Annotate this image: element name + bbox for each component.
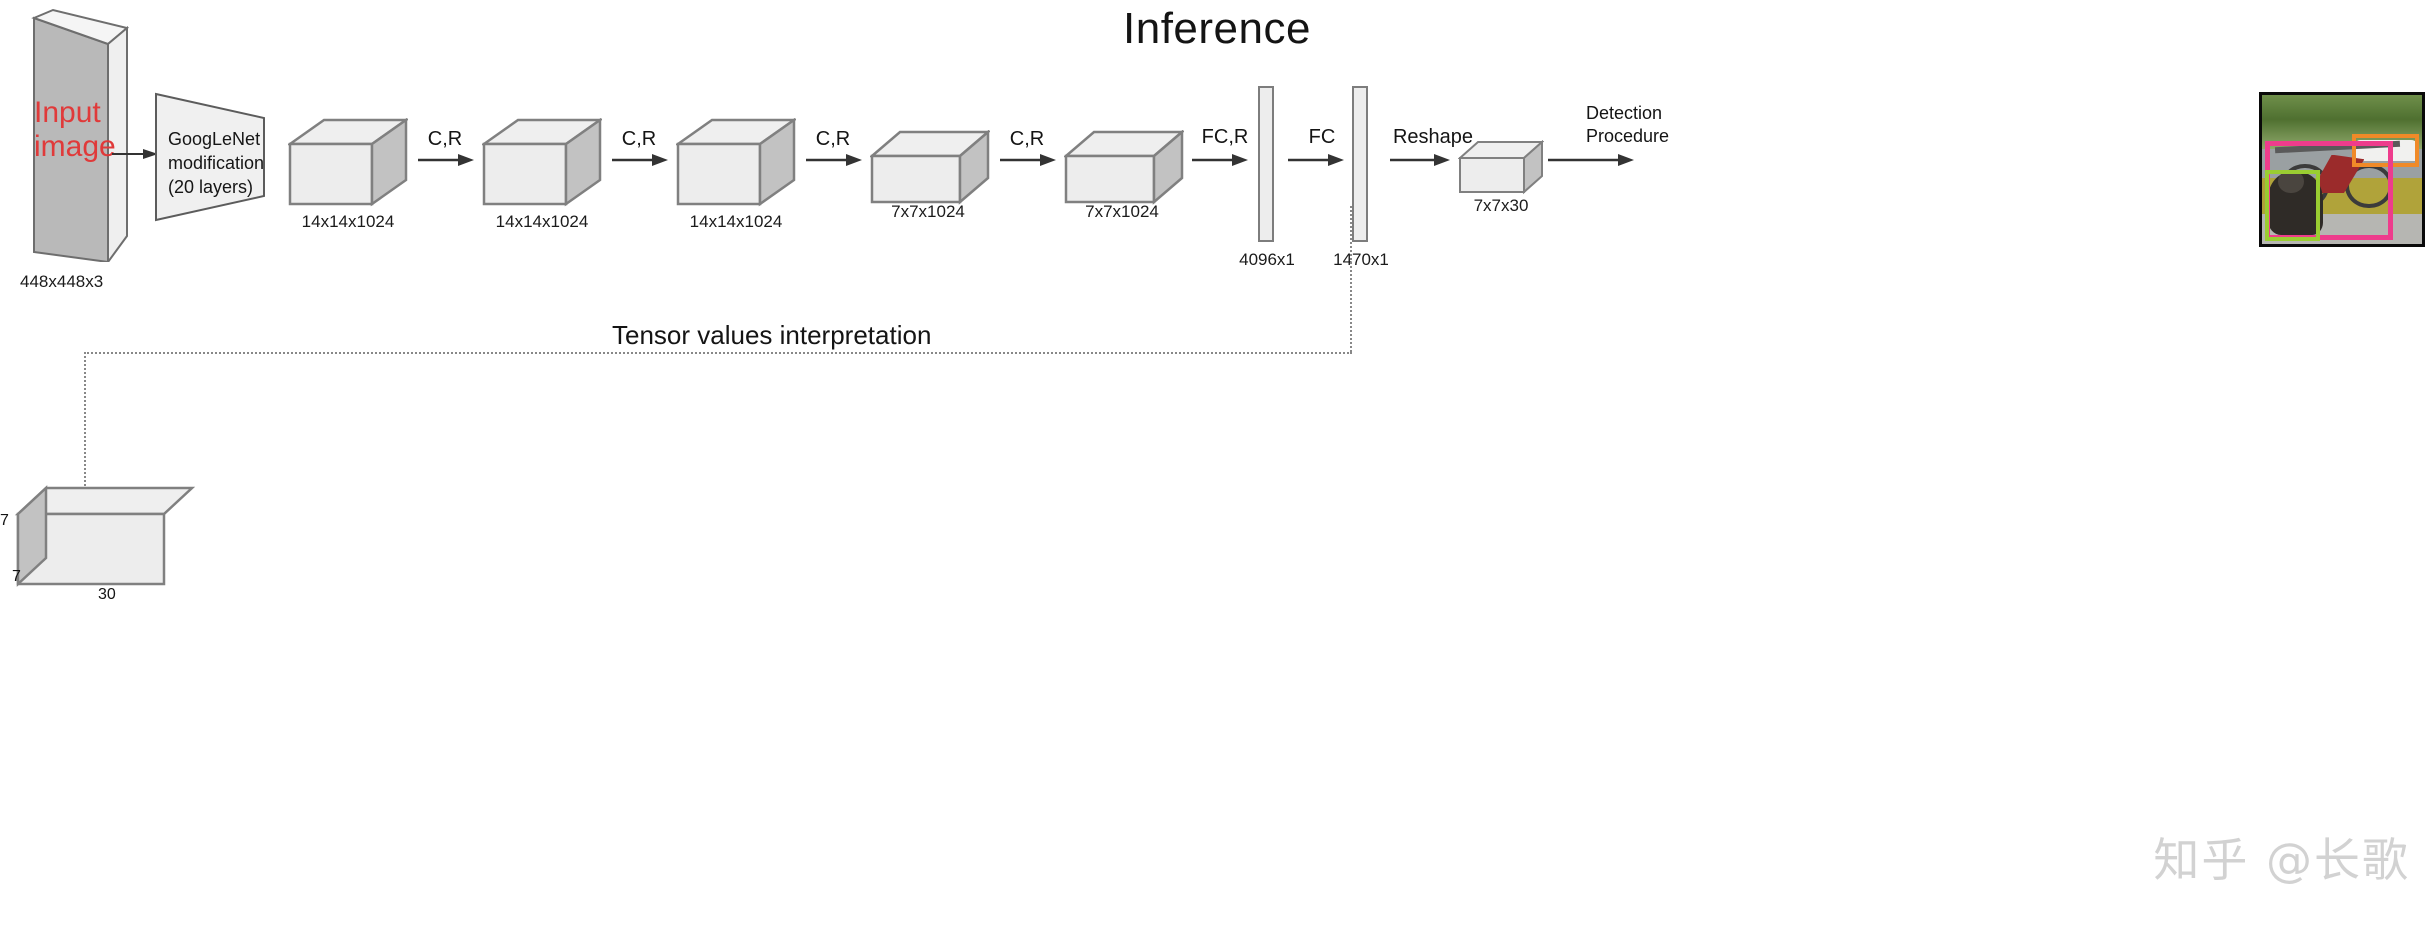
tensor-depth-label: 7 bbox=[0, 512, 9, 529]
conv-block-4-cube bbox=[870, 130, 990, 206]
fc-4096-dim: 4096x1 bbox=[1239, 250, 1295, 269]
tensor-interpretation-cube bbox=[6, 482, 196, 592]
op-label-cr-4: C,R bbox=[1009, 128, 1045, 150]
detection-procedure-line1: Detection bbox=[1586, 103, 1663, 123]
tensor-height-label: 7 bbox=[12, 568, 21, 585]
arrow-block4-to-block5 bbox=[1000, 152, 1056, 168]
arrow-block5-to-fc4096 bbox=[1192, 152, 1248, 168]
page-title: Inference bbox=[1123, 4, 1311, 53]
dotted-connector-horizontal bbox=[84, 352, 1352, 354]
input-image-slab bbox=[26, 4, 136, 262]
op-label-reshape: Reshape bbox=[1392, 126, 1474, 148]
conv-block-3-cube bbox=[676, 118, 796, 208]
dog-head-shape bbox=[2278, 169, 2304, 194]
detection-procedure-line2: Procedure bbox=[1586, 125, 1670, 146]
conv-block-5-dim: 7x7x1024 bbox=[1085, 202, 1159, 221]
input-dim-label: 448x448x3 bbox=[20, 272, 104, 291]
detection-procedure-label: Detection Procedure bbox=[1586, 102, 1706, 147]
conv-block-2-cube bbox=[482, 118, 602, 208]
conv-block-5-cube bbox=[1064, 130, 1184, 206]
op-label-cr-1: C,R bbox=[427, 128, 463, 150]
conv-block-4-dim: 7x7x1024 bbox=[891, 202, 965, 221]
bbox-car bbox=[2351, 133, 2419, 167]
tensor-interpretation-heading: Tensor values interpretation bbox=[612, 320, 932, 350]
arrow-input-to-backbone bbox=[112, 146, 158, 162]
googlenet-label-line2: modification bbox=[168, 152, 265, 173]
arrow-block3-to-block4 bbox=[806, 152, 862, 168]
arrow-block1-to-block2 bbox=[418, 152, 474, 168]
fc-1470-bar bbox=[1352, 86, 1368, 242]
googlenet-label-line1: GoogLeNet bbox=[168, 129, 261, 149]
input-image-label-line1: Input bbox=[34, 96, 101, 129]
conv-block-1-dim: 14x14x1024 bbox=[301, 212, 395, 231]
detection-scene bbox=[2262, 95, 2422, 244]
reshape-tensor-dim: 7x7x30 bbox=[1473, 196, 1529, 215]
googlenet-backbone-block bbox=[152, 88, 272, 224]
arrow-fc4096-to-fc1470 bbox=[1288, 152, 1344, 168]
arrow-reshape-to-detection bbox=[1548, 152, 1634, 168]
reshape-tensor-cube bbox=[1458, 140, 1544, 196]
conv-block-2-dim: 14x14x1024 bbox=[495, 212, 589, 231]
op-label-cr-3: C,R bbox=[815, 128, 851, 150]
googlenet-label-line3: (20 layers) bbox=[168, 176, 254, 197]
conv-block-1-cube bbox=[288, 118, 408, 208]
fc-4096-bar bbox=[1258, 86, 1274, 242]
fc-1470-dim: 1470x1 bbox=[1333, 250, 1389, 269]
op-label-fc: FC bbox=[1308, 126, 1336, 148]
arrow-fc1470-to-reshape bbox=[1390, 152, 1450, 168]
op-label-fcr: FC,R bbox=[1201, 126, 1249, 148]
watermark: 知乎 @长歌 bbox=[2153, 833, 2410, 887]
googlenet-backbone-label: GoogLeNet modification (20 layers) bbox=[168, 128, 272, 199]
detection-result-image bbox=[2259, 92, 2425, 247]
tensor-width-label: 30 bbox=[98, 586, 116, 603]
bbox-dog bbox=[2265, 169, 2320, 242]
op-label-cr-2: C,R bbox=[621, 128, 657, 150]
input-image-label: Input image bbox=[34, 96, 130, 163]
dotted-connector-from-reshape bbox=[1350, 206, 1352, 352]
dotted-connector-to-tensor bbox=[84, 352, 86, 494]
conv-block-3-dim: 14x14x1024 bbox=[689, 212, 783, 231]
arrow-block2-to-block3 bbox=[612, 152, 668, 168]
input-image-label-line2: image bbox=[34, 129, 116, 163]
